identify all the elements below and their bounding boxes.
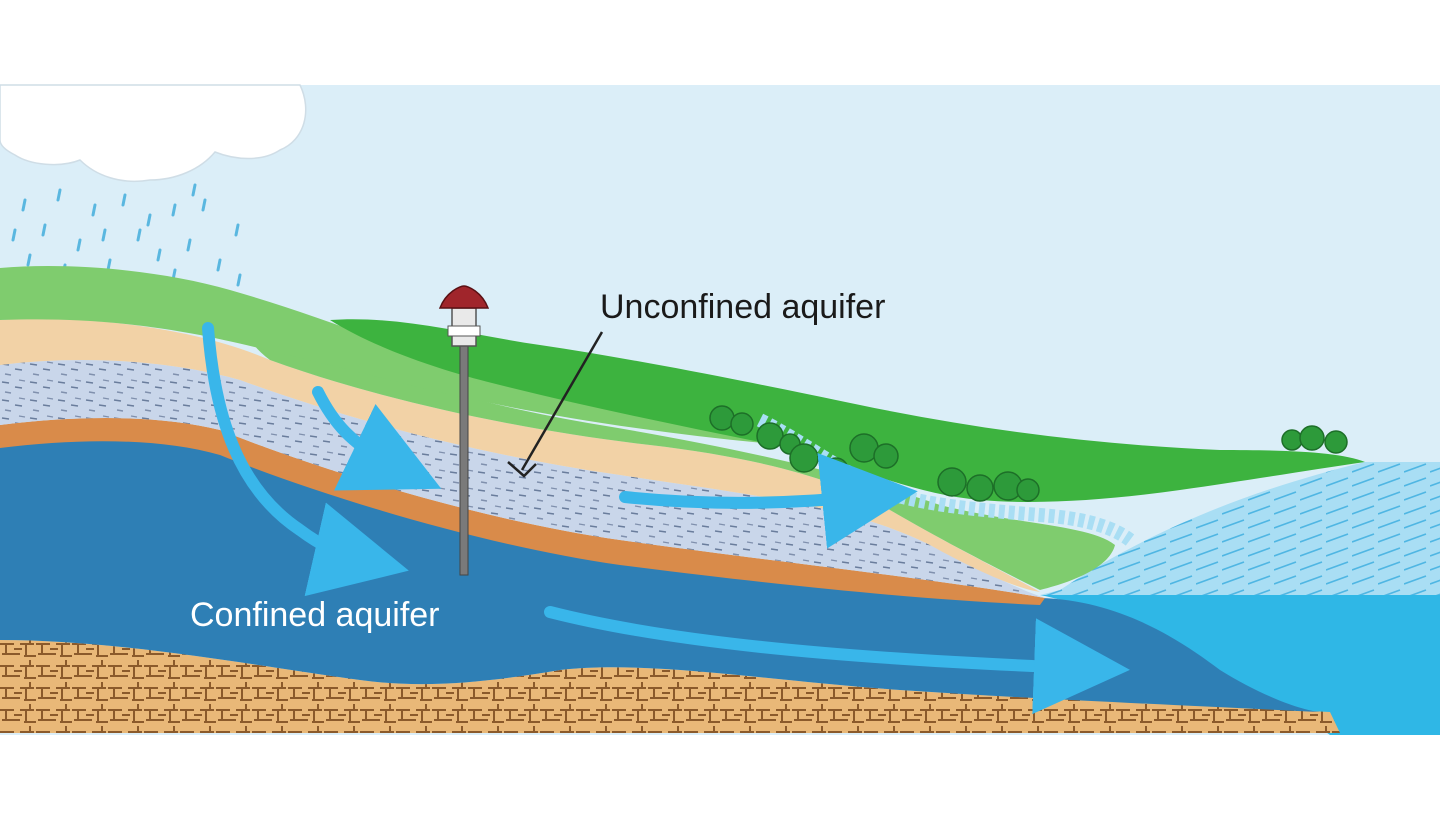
hillside-grass: [330, 319, 1365, 502]
sand-layer: [0, 319, 1040, 592]
unconfined-flow-arrow: [619, 453, 918, 549]
stream: [756, 413, 1135, 546]
confined-aquifer-label: Confined aquifer: [190, 596, 440, 634]
sea: [1040, 462, 1440, 735]
confining-layer: [0, 418, 1045, 605]
shallow-flow-arrow: [312, 386, 442, 491]
unconfined-aquifer-layer: [0, 360, 1045, 598]
flow-arrows: [202, 322, 1130, 715]
lower-grass-slope: [240, 310, 1115, 590]
confined-flow-arrow: [544, 606, 1130, 715]
well: [438, 285, 490, 576]
recharge-arrow: [202, 322, 409, 597]
rain-cloud: [0, 84, 307, 182]
unconfined-aquifer-label: Unconfined aquifer: [600, 288, 885, 326]
bedrock-layer: [0, 640, 1340, 733]
label-pointer: [507, 331, 604, 478]
